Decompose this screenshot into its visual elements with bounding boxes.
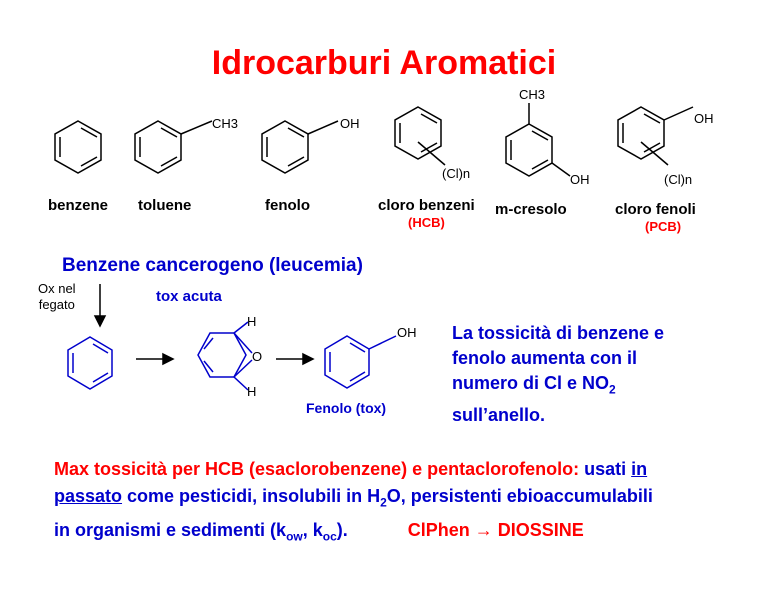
mcresolo-structure	[505, 103, 571, 177]
clorofenoli-structure	[617, 106, 694, 166]
reaction-arrow-2	[276, 352, 315, 366]
toxicity-note: La tossicità di benzene e fenolo aumenta…	[452, 323, 665, 425]
label-benzene: benzene	[48, 197, 109, 214]
clorobenzeni-structure	[394, 106, 446, 166]
epoxide-o: O	[252, 349, 263, 364]
clorofenoli-oh-label: OH	[694, 111, 714, 126]
reaction-arrow-1	[136, 352, 175, 366]
label-hcb: (HCB)	[408, 215, 445, 230]
epoxide-h-top: H	[247, 314, 257, 329]
ox-label: Ox nel fegato	[38, 281, 76, 312]
fenolo-structure	[261, 120, 339, 174]
bottom-paragraph: Max tossicità per HCB (esaclorobenzene) …	[54, 459, 653, 544]
label-m-cresolo: m-cresolo	[495, 201, 567, 218]
reaction-phenol	[324, 335, 397, 389]
mcresolo-ch3-label: CH3	[519, 87, 546, 102]
page-title: Idrocarburi Aromatici	[211, 44, 557, 82]
label-pcb: (PCB)	[645, 219, 682, 234]
mcresolo-oh-label: OH	[570, 172, 590, 187]
epoxide-structure	[197, 321, 253, 391]
tox-acuta-label: tox acuta	[156, 288, 222, 305]
label-cloro-fenoli: cloro fenoli	[615, 201, 696, 218]
fenolo-tox-label: Fenolo (tox)	[306, 400, 387, 416]
fenolo-oh-label: OH	[340, 116, 360, 131]
phenol-oh-label: OH	[397, 325, 417, 340]
section-heading: Benzene cancerogeno (leucemia)	[62, 255, 363, 276]
benzene-structure	[54, 120, 102, 174]
clorofenoli-cln-label: (Cl)n	[664, 172, 693, 187]
reaction-benzene	[67, 336, 113, 390]
label-toluene: toluene	[138, 197, 192, 214]
toluene-structure	[134, 120, 213, 174]
label-fenolo: fenolo	[265, 197, 310, 214]
label-cloro-benzeni: cloro benzeni	[378, 197, 475, 214]
epoxide-h-bottom: H	[247, 384, 257, 399]
ox-arrow	[93, 284, 107, 328]
toluene-ch3-label: CH3	[212, 116, 239, 131]
clorobenzeni-cln-label: (Cl)n	[442, 166, 471, 181]
